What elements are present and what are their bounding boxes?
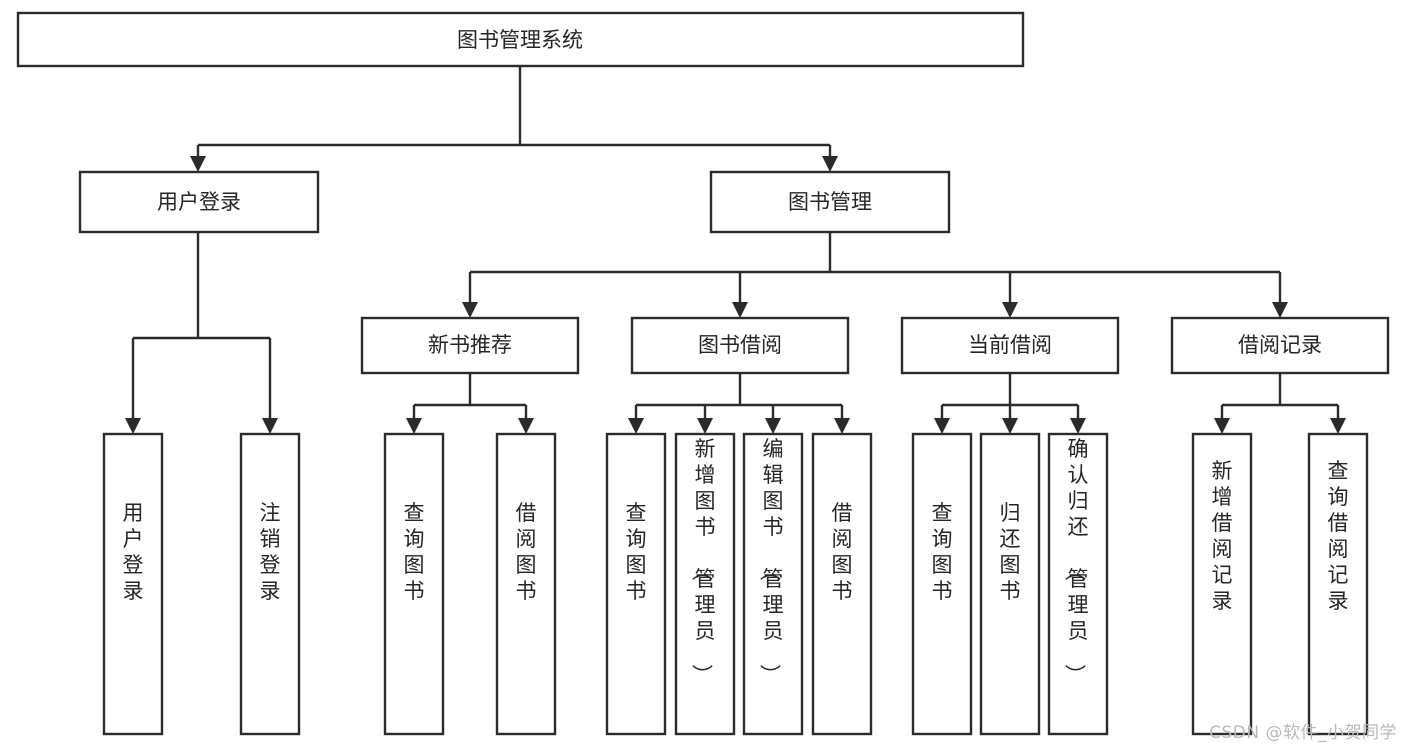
node-leaf-query-record-label: 查询借阅记录 [1328,459,1349,613]
node-leaf-return-book-box[interactable] [979,432,1041,736]
node-root[interactable]: 图书管理系统 [16,11,1025,68]
node-book-borrow-label: 图书借阅 [698,333,782,357]
node-leaf-user-login-label: 用户登录 [123,501,144,603]
node-root-box[interactable] [16,11,1025,68]
node-leaf-add-record-label: 新增借阅记录 [1212,459,1233,613]
arrow-to-current-borrow [1002,302,1018,318]
node-leaf-query-book-2-box[interactable] [605,432,667,736]
arrow-to-book-borrow [732,302,748,318]
node-book-borrow[interactable]: 图书借阅 [630,316,850,375]
node-current-borrow-box[interactable] [900,316,1120,375]
arrow-to-leaf-logout [262,418,278,434]
node-new-book-rec-label: 新书推荐 [428,333,512,357]
arrow-to-new-book-rec [462,302,478,318]
node-borrow-record-box[interactable] [1170,316,1390,375]
arrow-to-leaf-return-book [1002,418,1018,434]
node-user-login-box[interactable] [78,170,320,234]
node-leaf-edit-book-label: 编辑图书（管理员） [758,437,784,685]
node-leaf-borrow-book-2[interactable]: 借阅图书 [811,432,873,736]
arrow-to-leaf-borrow-book-1 [518,418,534,434]
node-leaf-add-record-box[interactable] [1191,432,1253,736]
arrow-to-leaf-add-book [697,418,713,434]
node-borrow-record[interactable]: 借阅记录 [1170,316,1390,375]
node-leaf-borrow-book-1-box[interactable] [495,432,557,736]
node-leaf-confirm-return-box[interactable] [1047,432,1109,736]
connector-layer [125,66,1346,434]
node-user-login[interactable]: 用户登录 [78,170,320,234]
node-leaf-confirm-return-label: 确认归还（管理员） [1063,437,1089,685]
arrow-to-book-manage [822,156,838,172]
node-leaf-borrow-book-2-label: 借阅图书 [832,501,853,603]
node-book-manage[interactable]: 图书管理 [709,170,951,234]
node-leaf-user-login-box[interactable] [102,432,164,736]
node-leaf-borrow-book-1-label: 借阅图书 [516,501,537,603]
node-leaf-query-book-1-label: 查询图书 [404,501,425,603]
arrow-to-leaf-query-book-1 [406,418,422,434]
node-new-book-rec[interactable]: 新书推荐 [360,316,580,375]
node-leaf-add-record[interactable]: 新增借阅记录 [1191,432,1253,736]
node-current-borrow[interactable]: 当前借阅 [900,316,1120,375]
arrow-to-leaf-query-record [1330,418,1346,434]
node-leaf-edit-book[interactable]: 编辑图书（管理员） [742,432,804,736]
node-leaf-query-book-2-label: 查询图书 [626,501,647,603]
arrow-to-borrow-record [1272,302,1288,318]
node-book-borrow-box[interactable] [630,316,850,375]
node-leaf-query-book-1[interactable]: 查询图书 [383,432,445,736]
node-leaf-query-record[interactable]: 查询借阅记录 [1307,432,1369,736]
node-user-login-label: 用户登录 [157,190,241,214]
node-leaf-query-book-2[interactable]: 查询图书 [605,432,667,736]
node-leaf-confirm-return[interactable]: 确认归还（管理员） [1047,432,1109,736]
arrow-to-leaf-add-record [1214,418,1230,434]
node-current-borrow-label: 当前借阅 [968,333,1052,357]
node-new-book-rec-box[interactable] [360,316,580,375]
node-leaf-user-login[interactable]: 用户登录 [102,432,164,736]
arrow-to-leaf-edit-book [765,418,781,434]
node-leaf-query-book-3-label: 查询图书 [932,501,953,603]
node-book-manage-box[interactable] [709,170,951,234]
node-leaf-return-book[interactable]: 归还图书 [979,432,1041,736]
node-leaf-logout-label: 注销登录 [260,501,281,603]
node-leaf-logout-box[interactable] [239,432,301,736]
node-borrow-record-label: 借阅记录 [1238,333,1322,357]
node-leaf-query-record-box[interactable] [1307,432,1369,736]
arrow-to-user-login [190,156,206,172]
node-leaf-logout[interactable]: 注销登录 [239,432,301,736]
node-root-label: 图书管理系统 [457,28,583,52]
node-book-manage-label: 图书管理 [788,190,872,214]
arrow-to-leaf-borrow-book-2 [834,418,850,434]
node-leaf-query-book-1-box[interactable] [383,432,445,736]
node-leaf-add-book-box[interactable] [674,432,736,736]
node-leaf-borrow-book-1[interactable]: 借阅图书 [495,432,557,736]
node-leaf-return-book-label: 归还图书 [1000,501,1021,603]
node-leaf-add-book-label: 新增图书（管理员） [690,437,716,685]
arrow-to-leaf-query-book-3 [934,418,950,434]
arrow-to-leaf-user-login [125,418,141,434]
csdn-watermark: CSDN @软件_小贺同学 [1209,723,1397,743]
node-leaf-borrow-book-2-box[interactable] [811,432,873,736]
node-leaf-edit-book-box[interactable] [742,432,804,736]
arrow-to-leaf-confirm-return [1070,418,1086,434]
node-leaf-query-book-3[interactable]: 查询图书 [911,432,973,736]
node-leaf-query-book-3-box[interactable] [911,432,973,736]
node-leaf-add-book[interactable]: 新增图书（管理员） [674,432,736,736]
arrow-to-leaf-query-book-2 [628,418,644,434]
